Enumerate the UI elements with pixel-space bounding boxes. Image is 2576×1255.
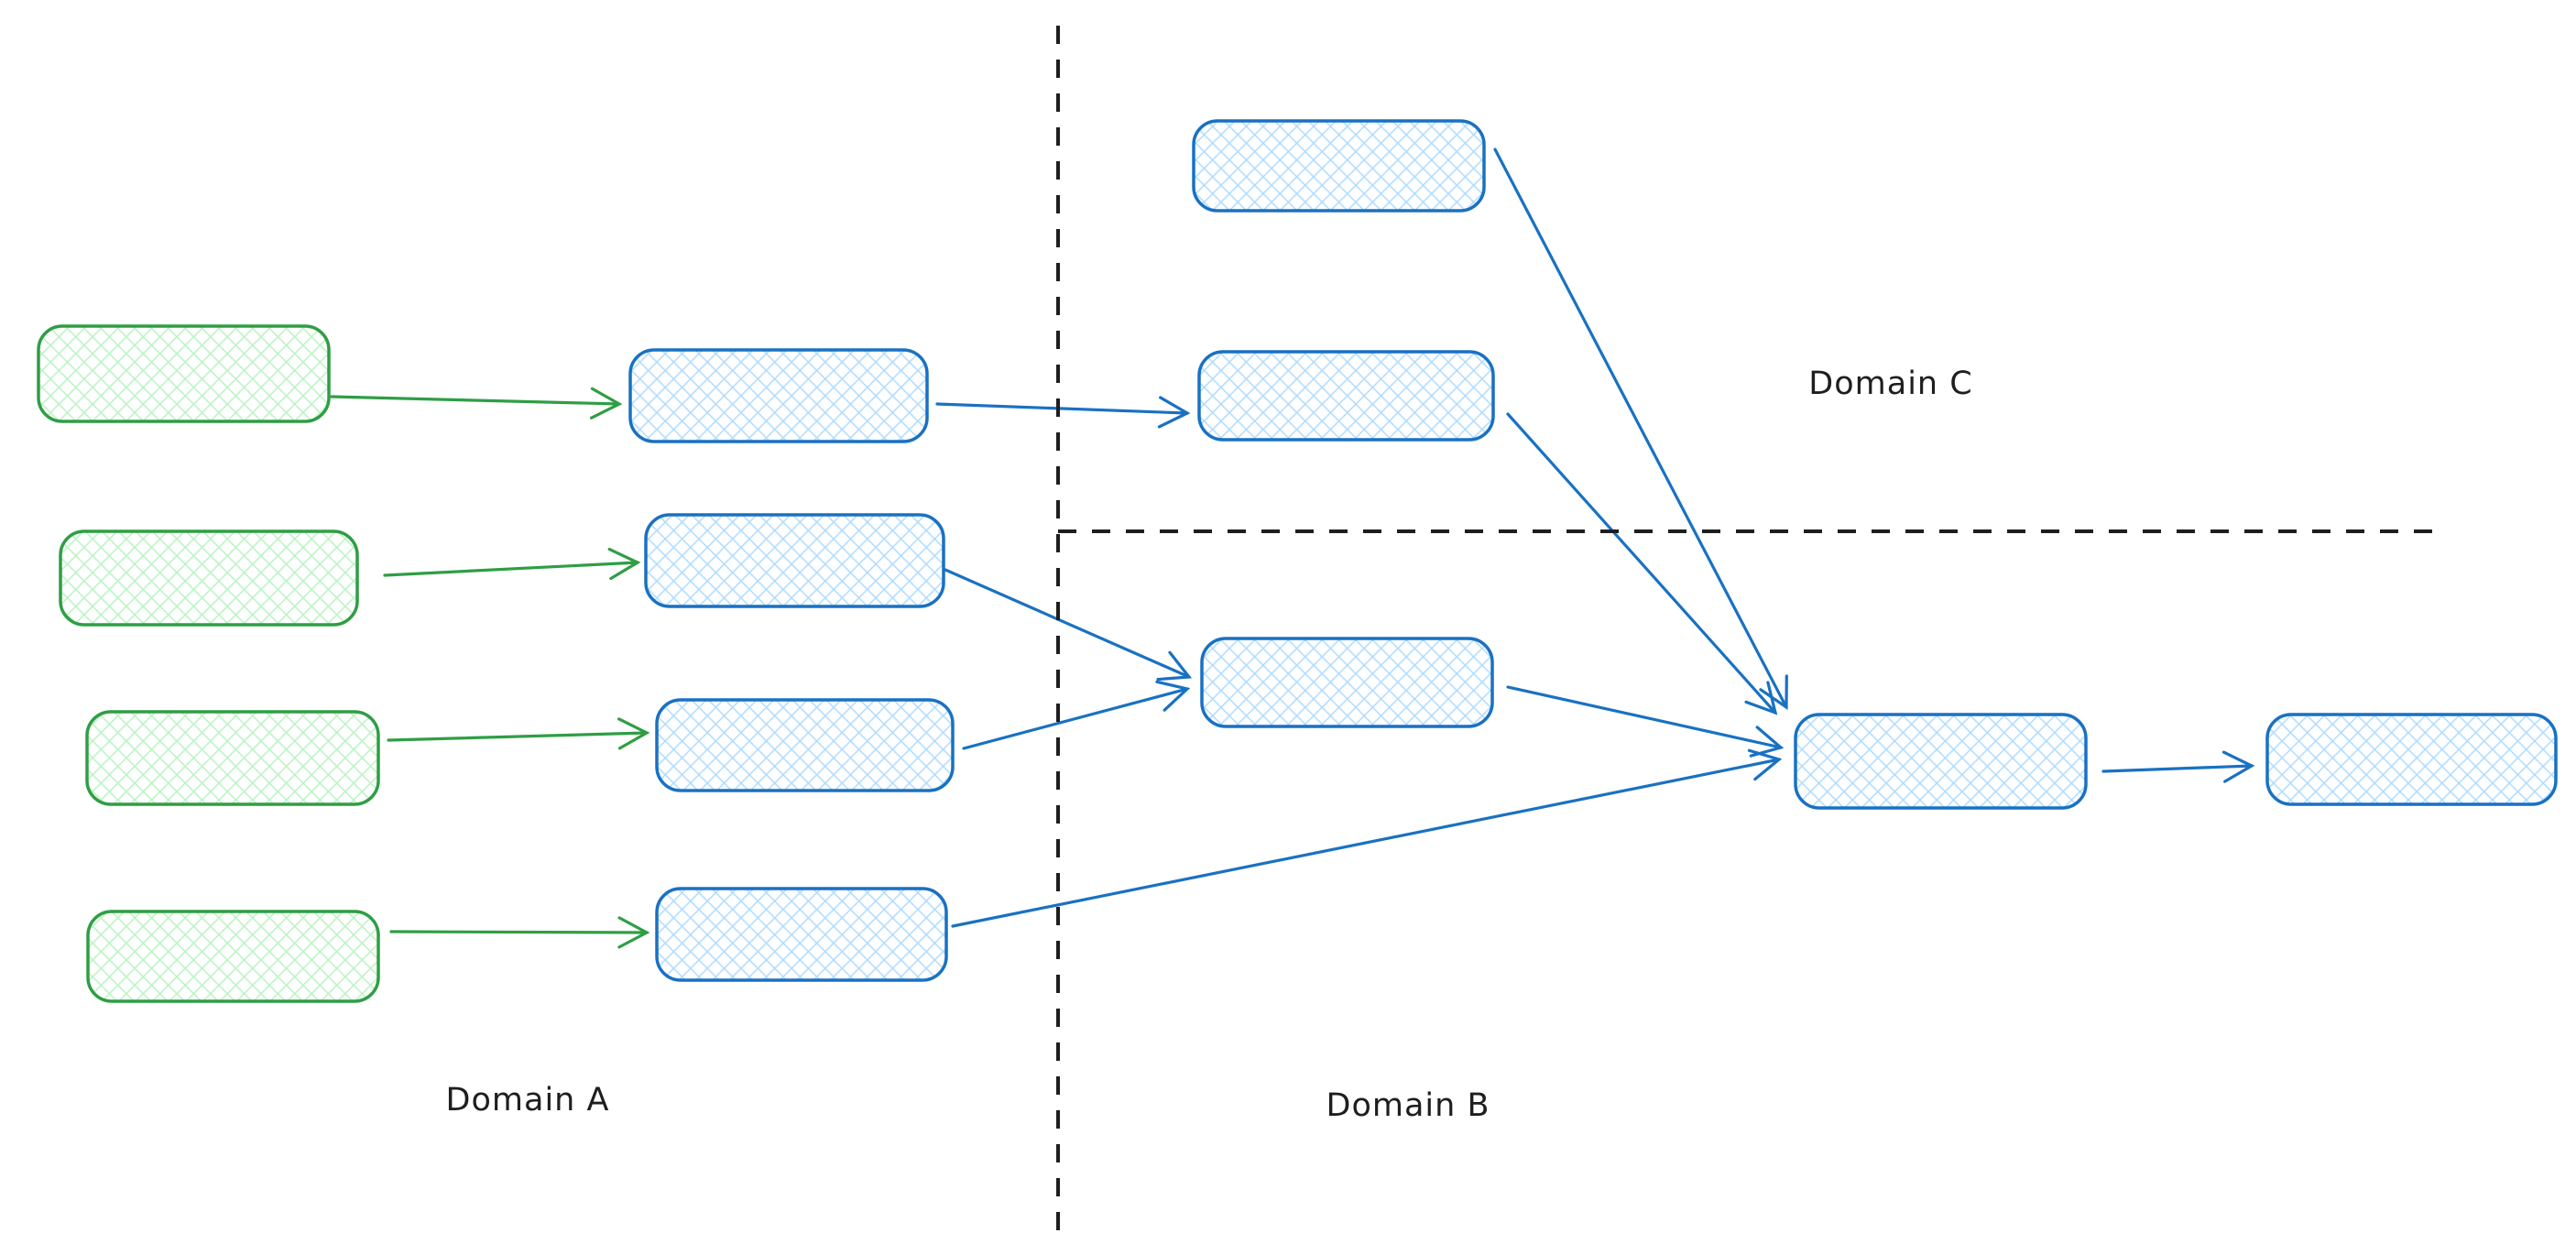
node-a2-box [644, 513, 945, 608]
node-g4-box [86, 910, 380, 1003]
edge-b1-to-hub-arrow [1506, 685, 1785, 758]
edge-hub-to-end-arrow [2101, 750, 2255, 783]
edge-a3-to-b1-arrow [962, 680, 1191, 750]
edge-g3-to-a3-arrow [387, 717, 650, 750]
edge-c-top-to-hub-arrow [1493, 147, 1788, 711]
domain-b-label: Domain B [1326, 1087, 1490, 1124]
nodes-layer [37, 119, 2558, 1003]
node-hub-box [1794, 713, 2088, 810]
node-c-top-box [1192, 119, 1486, 213]
domain-c-label: Domain C [1808, 366, 1972, 402]
edges-layer [330, 147, 2255, 949]
node-g3-box [85, 710, 380, 806]
edge-g4-to-a4-arrow [389, 916, 650, 949]
node-a1-box [628, 348, 929, 443]
node-g2-box [59, 529, 359, 627]
edge-g1-to-a1-arrow [330, 387, 623, 420]
edge-a2-to-b1-arrow [944, 568, 1193, 682]
node-c-mid-box [1197, 350, 1495, 442]
node-a3-box [655, 698, 955, 792]
edge-a1-to-c-mid-arrow [935, 396, 1191, 429]
node-g1-box [37, 324, 331, 423]
node-end-box [2265, 713, 2558, 806]
edge-c-mid-to-hub-arrow [1506, 412, 1778, 715]
domain-a-label: Domain A [446, 1082, 610, 1119]
edge-g2-to-a2-arrow [383, 547, 641, 581]
edge-a4-to-hub-arrow [951, 748, 1783, 928]
dividers-layer [1056, 26, 2448, 1237]
node-b1-box [1200, 637, 1494, 728]
node-a4-box [655, 887, 948, 982]
